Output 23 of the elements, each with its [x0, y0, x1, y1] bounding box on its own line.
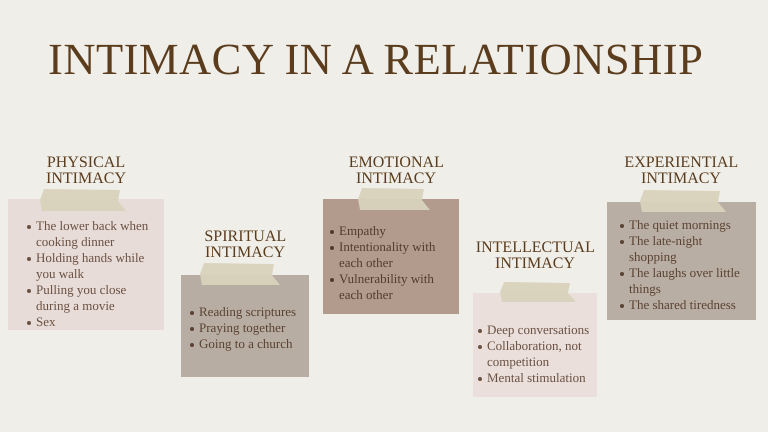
list-item: Mental stimulation [487, 370, 587, 386]
list-item: The shared tiredness [629, 297, 737, 313]
list-item: Deep conversations [487, 322, 590, 338]
card-heading: EMOTIONAL INTIMACY [348, 155, 444, 187]
list-item: Holding hands while you walk [36, 250, 146, 282]
list-item: Empathy [339, 223, 387, 239]
list-item: Praying together [199, 320, 286, 336]
list-item: Vulnerability with each other [339, 271, 435, 303]
card-heading: EXPERIENTIAL INTIMACY [624, 155, 738, 187]
list-item: Pulling you close during a movie [36, 282, 128, 314]
list-item: The laughs over little things [629, 265, 741, 297]
list-item: The late-night shopping [629, 233, 704, 265]
card-heading: PHYSICAL INTIMACY [46, 155, 126, 187]
list-item: The quiet mornings [629, 217, 732, 233]
list-item: The lower back when cooking dinner [36, 218, 150, 250]
list-item: Going to a church [199, 336, 294, 352]
list-item: Collaboration, not competition [487, 338, 583, 370]
list-item: Sex [36, 314, 56, 330]
card-heading: INTELLECTUAL INTIMACY [476, 240, 594, 272]
card-heading: SPIRITUAL INTIMACY [204, 229, 286, 261]
list-item: Reading scriptures [199, 304, 298, 320]
list-item: Intentionality with each other [339, 239, 436, 271]
page-title: INTIMACY IN A RELATIONSHIP [48, 37, 704, 82]
